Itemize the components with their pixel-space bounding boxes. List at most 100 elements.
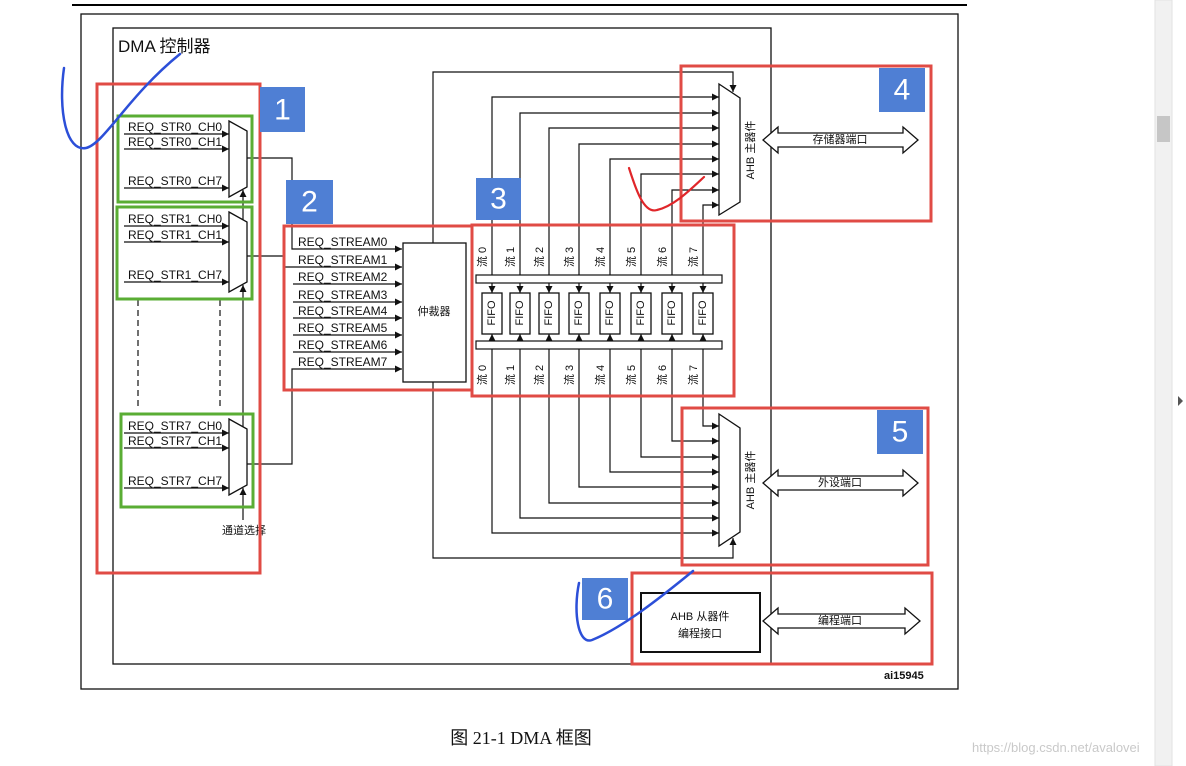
channel-group-highlight xyxy=(115,205,254,301)
fifo-label: FIFO xyxy=(543,300,555,325)
fifo-label: FIFO xyxy=(666,300,678,325)
peripheral-port-label: 外设端口 xyxy=(818,476,862,489)
stream-label-bottom: 流 7 xyxy=(686,365,700,385)
request-stream-label: REQ_STREAM5 xyxy=(298,321,388,335)
channel-label: REQ_STR1_CH0 xyxy=(128,212,222,226)
arbiter-label: 仲裁器 xyxy=(418,304,451,318)
stream-label-bottom: 流 0 xyxy=(475,365,489,385)
stream-label-top: 流 5 xyxy=(624,247,638,267)
channel-group-highlight xyxy=(116,114,254,204)
annotation-number: 6 xyxy=(597,583,614,616)
fifo-label: FIFO xyxy=(514,300,526,325)
fifo-label: FIFO xyxy=(573,300,585,325)
fifo-label: FIFO xyxy=(697,300,709,325)
channel-label: REQ_STR0_CH0 xyxy=(128,120,222,134)
channel-mux-stream0 xyxy=(228,119,248,199)
pen-stroke-blue xyxy=(575,569,695,642)
vertical-scrollbar[interactable] xyxy=(1154,0,1173,766)
arbiter-block xyxy=(402,242,467,383)
channel-mux-stream1 xyxy=(228,210,248,294)
channel-label: REQ_STR1_CH1 xyxy=(128,228,222,242)
annotation-box-1 xyxy=(95,82,262,575)
stream-label-top: 流 7 xyxy=(686,247,700,267)
stream-label-bottom: 流 6 xyxy=(655,365,669,385)
ahb-master-memory-label: AHB 主器件 xyxy=(744,121,757,180)
annotation-number: 5 xyxy=(892,416,909,449)
fifo-box xyxy=(568,292,590,335)
annotation-number: 4 xyxy=(894,74,911,107)
programming-interface-label: 编程接口 xyxy=(678,626,722,640)
stream-label-top: 流 0 xyxy=(475,247,489,267)
request-stream-label: REQ_STREAM3 xyxy=(298,288,388,302)
request-stream-label: REQ_STREAM2 xyxy=(298,270,388,284)
annotation-badge-4 xyxy=(879,68,925,112)
stream-label-bottom: 流 3 xyxy=(562,365,576,385)
ahb-slave-block xyxy=(640,592,761,653)
annotation-box-5 xyxy=(680,406,930,567)
stream-memory-wire xyxy=(606,155,719,293)
annotation-badge-5 xyxy=(877,410,923,454)
arbiter-peripheral-control-wire xyxy=(432,382,737,559)
annotation-badge-1 xyxy=(260,87,305,132)
stream-peripheral-wire xyxy=(637,334,719,461)
programming-port-double-arrow xyxy=(762,606,921,636)
stream-label-top: 流 4 xyxy=(593,247,607,267)
request-stream-label: REQ_STREAM6 xyxy=(298,338,388,352)
stream-peripheral-wire xyxy=(488,334,719,537)
fifo-box xyxy=(599,292,621,335)
ahb-master-memory-mux xyxy=(718,82,741,217)
stream-memory-wire xyxy=(488,93,719,293)
figure-frame xyxy=(80,13,959,690)
stream-label-top: 流 6 xyxy=(655,247,669,267)
channel-label: REQ_STR1_CH7 xyxy=(128,268,222,282)
stream-peripheral-wire xyxy=(699,334,719,430)
stream-label-top: 流 1 xyxy=(503,247,517,267)
annotation-badge-2 xyxy=(286,180,333,224)
fifo-box xyxy=(630,292,652,335)
stream-memory-wire xyxy=(575,140,719,293)
fifo-box xyxy=(481,292,503,335)
stream-label-bottom: 流 4 xyxy=(593,365,607,385)
ahb-slave-label: AHB 从器件 xyxy=(671,610,730,623)
channel-label: REQ_STR7_CH7 xyxy=(128,474,222,488)
annotation-number: 2 xyxy=(301,186,318,219)
figure-caption: 图 21-1 DMA 框图 xyxy=(450,728,592,748)
annotation-badge-3 xyxy=(476,178,521,220)
stream-peripheral-wire xyxy=(575,334,719,491)
stream-peripheral-wire xyxy=(668,334,719,445)
stream-label-bottom: 流 1 xyxy=(503,365,517,385)
fifo-label: FIFO xyxy=(604,300,616,325)
channel-group-highlight xyxy=(119,412,255,509)
peripheral-port-double-arrow xyxy=(762,468,919,498)
expand-arrow-icon[interactable] xyxy=(1178,396,1183,406)
memory-port-double-arrow xyxy=(762,125,919,155)
dma-controller-frame xyxy=(112,27,772,665)
fifo-box xyxy=(538,292,560,335)
stream-label-bottom: 流 2 xyxy=(532,365,546,385)
stream-memory-wire xyxy=(545,124,719,293)
memory-port-label: 存储器端口 xyxy=(813,132,868,146)
stream-memory-wire xyxy=(637,170,719,293)
request-stream-label: REQ_STREAM4 xyxy=(298,304,388,318)
channel-label: REQ_STR0_CH1 xyxy=(128,135,222,149)
request-stream-label: REQ_STREAM7 xyxy=(298,355,388,369)
controller-title: DMA 控制器 xyxy=(118,37,211,56)
annotation-badge-6 xyxy=(582,578,628,620)
figure-code: ai15945 xyxy=(884,670,924,682)
annotation-box-4 xyxy=(679,64,933,223)
channel-label: REQ_STR0_CH7 xyxy=(128,174,222,188)
programming-port-label: 编程端口 xyxy=(818,613,862,627)
fifo-label: FIFO xyxy=(635,300,647,325)
stream-label-top: 流 2 xyxy=(532,247,546,267)
pen-stroke-blue xyxy=(60,52,182,150)
request-stream-wire xyxy=(247,365,402,465)
fifo-box xyxy=(509,292,531,335)
stream-memory-wire xyxy=(516,109,719,293)
fifo-label: FIFO xyxy=(486,300,498,325)
ahb-master-peripheral-label: AHB 主器件 xyxy=(744,451,757,510)
stream-memory-wire xyxy=(699,201,719,293)
stream-peripheral-wire xyxy=(516,334,719,522)
fifo-box xyxy=(661,292,683,335)
annotation-number: 3 xyxy=(490,183,507,216)
scrollbar-thumb[interactable] xyxy=(1157,116,1170,142)
